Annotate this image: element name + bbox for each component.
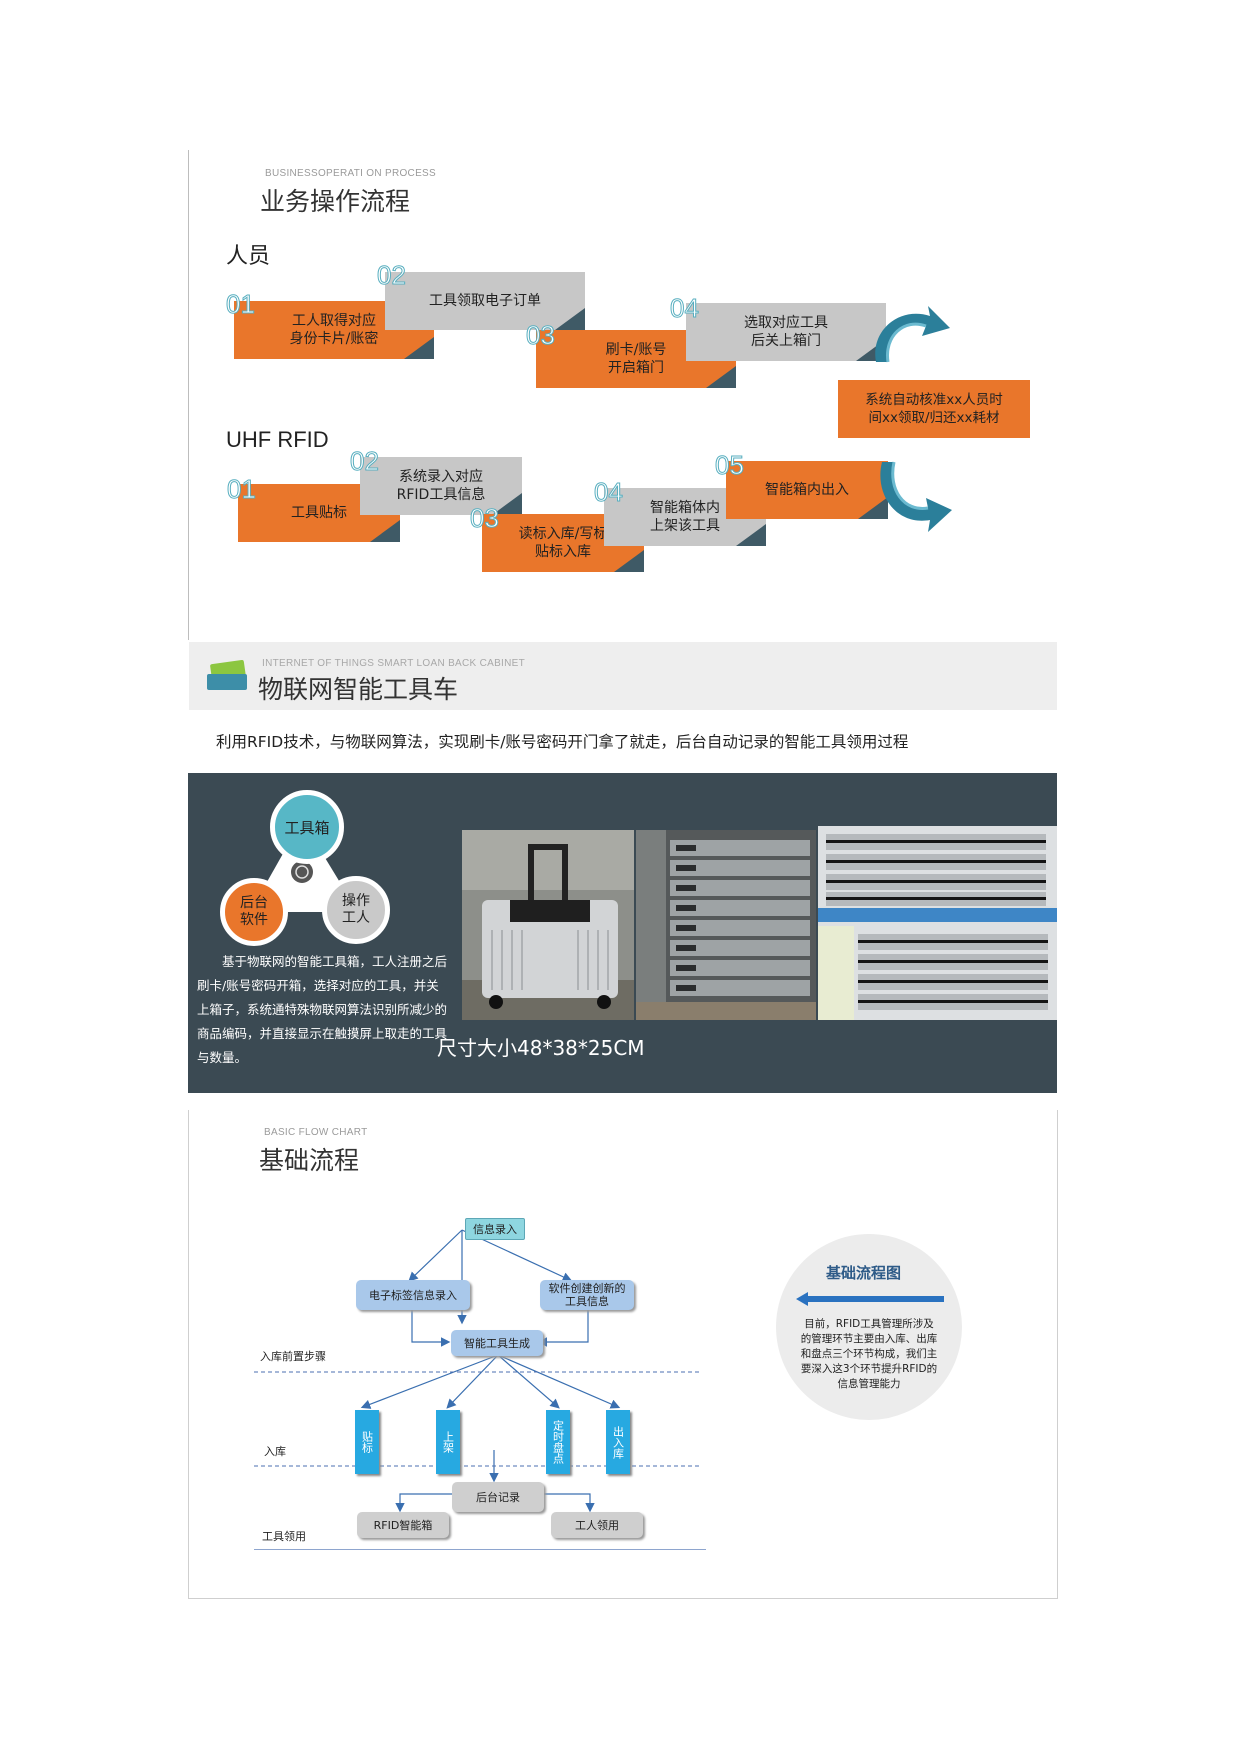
shelved-cases-photo xyxy=(818,826,1057,1020)
info-text: 目前，RFID工具管理所涉及的管理环节主要由入库、出库和盘点三个环节构成，我们主… xyxy=(800,1318,938,1390)
row2-step-1-text: 工具贴标 xyxy=(291,505,347,521)
section3-frame xyxy=(188,1110,1058,1599)
fold-corner xyxy=(492,493,522,515)
node-tag-entry-label: 电子标签信息录入 xyxy=(369,1288,457,1302)
circle-backend: 后台 软件 xyxy=(220,878,288,946)
row2-step-1-number: 01 xyxy=(227,474,257,504)
section1-left-rule xyxy=(188,150,189,640)
row2-step-2-number: 02 xyxy=(350,446,380,476)
stacked-cases-photo xyxy=(636,830,816,1020)
node-shelve-text: 上架 xyxy=(441,1431,455,1453)
ticket-cards-icon xyxy=(207,660,247,690)
info-title: 基础流程图 xyxy=(826,1264,902,1282)
stage-pre-storage: 入库前置步骤 xyxy=(260,1350,326,1363)
row1-step-2-number: 02 xyxy=(377,260,407,290)
circle-worker: 操作 工人 xyxy=(322,876,390,944)
section2-title: 物联网智能工具车 xyxy=(258,675,459,704)
row2-label: UHF RFID xyxy=(226,427,329,452)
row1-step-4-text: 选取对应工具 后关上箱门 xyxy=(744,315,828,349)
row1-step-2: 工具领取电子订单 xyxy=(385,272,585,330)
node-tag-entry: 电子标签信息录入 xyxy=(356,1280,470,1310)
row1-step-4-number: 04 xyxy=(670,293,700,323)
node-info-entry: 信息录入 xyxy=(465,1218,525,1240)
fold-corner xyxy=(706,366,736,388)
row1-result: 系统自动核准xx人员时 间xx领取/归还xx耗材 xyxy=(838,380,1030,438)
row2-step-5: 智能箱内出入 xyxy=(726,461,888,519)
circle-backend-label: 后台 软件 xyxy=(240,895,268,928)
fold-corner xyxy=(736,524,766,546)
circle-toolbox-label: 工具箱 xyxy=(284,818,330,837)
node-inventory-text: 定时盘点 xyxy=(551,1420,565,1464)
section3-title: 基础流程 xyxy=(259,1146,360,1175)
node-backend-record-label: 后台记录 xyxy=(476,1490,520,1504)
section1-english-subtitle: BUSINESSOPERATI ON PROCESS xyxy=(265,168,436,179)
cycle-arrow-icon xyxy=(875,306,950,363)
row1-step-1-number: 01 xyxy=(226,289,256,319)
row1-step-1-text: 工人取得对应 身份卡片/账密 xyxy=(289,313,379,347)
node-rfid-box-label: RFID智能箱 xyxy=(373,1518,433,1532)
section3-english-subtitle: BASIC FLOW CHART xyxy=(264,1127,368,1138)
product-description: 基于物联网的智能工具箱，工人注册之后刷卡/账号密码开箱，选择对应的工具，并关上箱… xyxy=(197,954,448,1065)
node-worker-use-label: 工人领用 xyxy=(575,1518,619,1532)
size-label: 尺寸大小48*38*25CM xyxy=(437,1036,645,1060)
node-backend-record: 后台记录 xyxy=(452,1482,544,1512)
row2-step-4-number: 04 xyxy=(594,477,624,507)
fold-corner xyxy=(555,308,585,330)
row2-step-3-number: 03 xyxy=(470,503,500,533)
row1-label: 人员 xyxy=(226,244,271,269)
section2-english-subtitle: INTERNET OF THINGS SMART LOAN BACK CABIN… xyxy=(262,658,526,669)
row2-step-3-text: 读标入库/写标 贴标入库 xyxy=(518,526,608,560)
section2-caption: 利用RFID技术，与物联网算法，实现刷卡/账号密码开门拿了就走，后台自动记录的智… xyxy=(216,733,909,751)
node-label: 贴标 xyxy=(355,1410,379,1474)
circle-worker-label: 操作 工人 xyxy=(342,893,370,926)
info-circle xyxy=(776,1234,962,1420)
cycle-arrow-icon xyxy=(880,461,952,532)
node-shelve: 上架 xyxy=(436,1410,460,1474)
row2-step-5-number: 05 xyxy=(715,450,745,480)
stage-tool-use: 工具领用 xyxy=(262,1530,306,1543)
row2-step-5-text: 智能箱内出入 xyxy=(765,482,849,498)
row1-result-text: 系统自动核准xx人员时 间xx领取/归还xx耗材 xyxy=(865,392,1003,426)
section2-banner xyxy=(189,642,1057,710)
fold-corner xyxy=(404,337,434,359)
node-outbound-text: 出入库 xyxy=(611,1425,625,1459)
row1-step-3-number: 03 xyxy=(526,320,556,350)
node-inventory: 定时盘点 xyxy=(546,1410,570,1474)
row1-step-3-text: 刷卡/账号 开启箱门 xyxy=(605,342,667,376)
circle-toolbox: 工具箱 xyxy=(270,790,344,864)
fold-corner xyxy=(370,520,400,542)
fold-corner xyxy=(614,550,644,572)
node-outbound: 出入库 xyxy=(606,1410,630,1474)
row2-step-2: 系统录入对应 RFID工具信息 xyxy=(360,457,522,515)
section1-title: 业务操作流程 xyxy=(260,187,411,216)
node-software-create: 软件创建创新的 工具信息 xyxy=(540,1280,634,1310)
row2-step-2-text: 系统录入对应 RFID工具信息 xyxy=(396,469,486,503)
trolley-case-photo xyxy=(462,830,634,1020)
node-tool-generation-label: 智能工具生成 xyxy=(464,1336,530,1350)
row1-step-2-text: 工具领取电子订单 xyxy=(429,293,541,309)
row2-step-3: 读标入库/写标 贴标入库 xyxy=(482,514,644,572)
fold-corner xyxy=(858,497,888,519)
node-info-entry-label: 信息录入 xyxy=(473,1222,517,1236)
row1-step-4: 选取对应工具 后关上箱门 xyxy=(686,303,886,361)
stage-storage: 入库 xyxy=(264,1445,286,1458)
node-software-create-label: 软件创建创新的 工具信息 xyxy=(548,1282,626,1308)
row2-step-4-text: 智能箱体内 上架该工具 xyxy=(650,500,720,534)
node-worker-use: 工人领用 xyxy=(551,1512,643,1538)
node-label-text: 贴标 xyxy=(360,1431,374,1453)
node-tool-generation: 智能工具生成 xyxy=(451,1330,543,1356)
node-rfid-box: RFID智能箱 xyxy=(357,1512,449,1538)
arrow-left-icon xyxy=(796,1292,944,1306)
